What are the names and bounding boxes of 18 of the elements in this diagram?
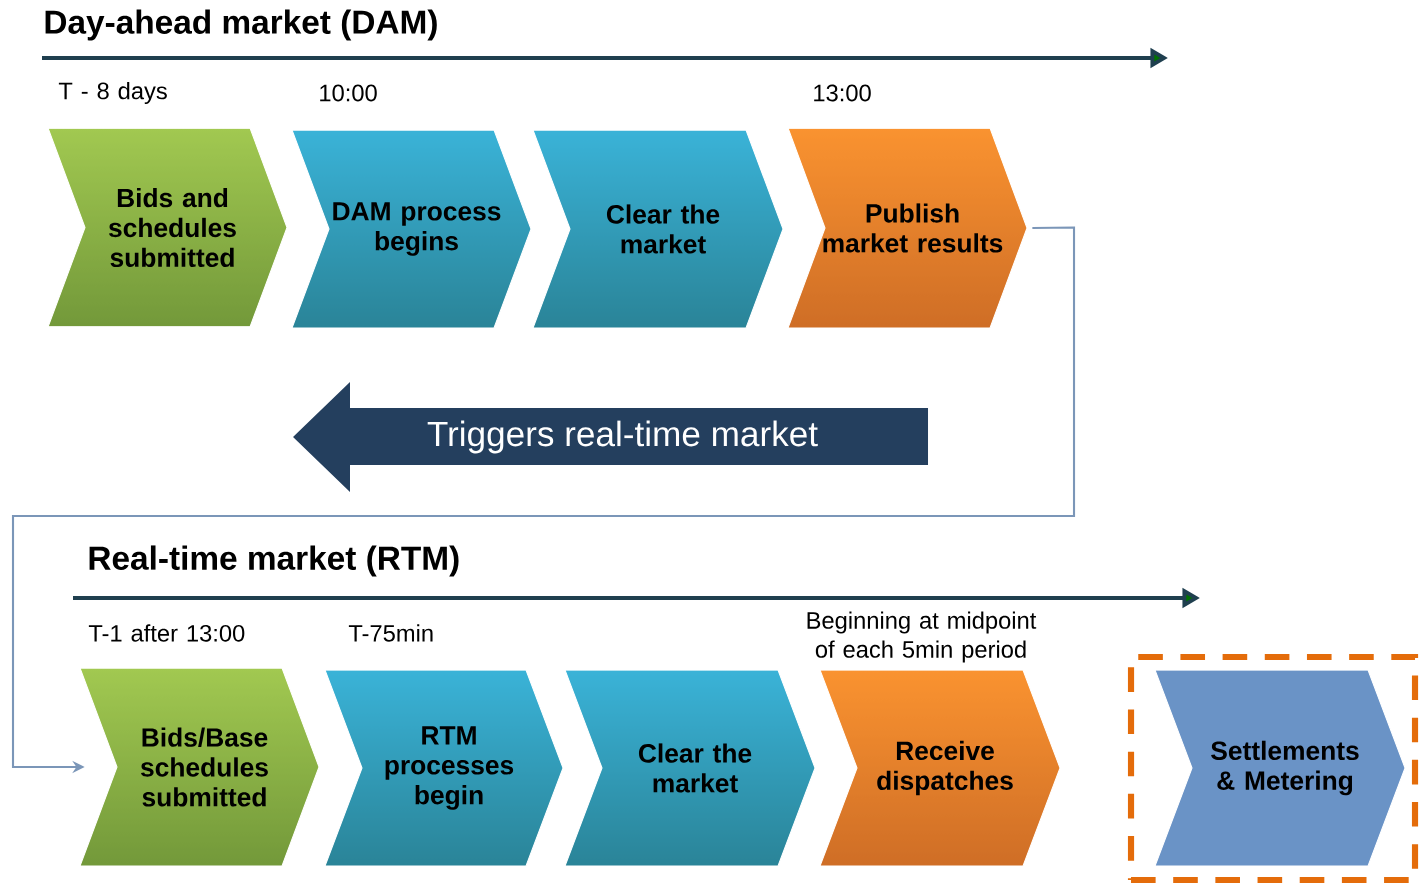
- dashed-frame: [1127, 653, 1419, 884]
- chevron-step: RTM processes begin: [324, 669, 564, 867]
- time-label: T-75min: [348, 624, 433, 642]
- time-label: T-1 after 13:00: [88, 624, 245, 642]
- time-label: 13:00: [814, 84, 871, 102]
- chevron-step: Settlements & Metering: [1154, 669, 1406, 867]
- chevron-step: Publish market results: [787, 127, 1028, 329]
- section-heading: Real-time market (RTM): [89, 545, 459, 577]
- chevron-step: Bids and schedules submitted: [47, 127, 288, 328]
- time-label: 10:00: [320, 84, 377, 102]
- chevron-step: Clear the market: [564, 669, 816, 867]
- chevron-step: Bids/Base schedules submitted: [79, 667, 320, 867]
- section-heading: Day-ahead market (DAM): [45, 9, 437, 41]
- chevron-step: DAM process begins: [291, 129, 532, 329]
- time-label: Beginning at midpoint of each 5min period: [807, 611, 1037, 663]
- time-label: T - 8 days: [58, 81, 167, 105]
- chevron-step: Receive dispatches: [819, 669, 1061, 867]
- chevron-step: Clear the market: [532, 129, 784, 329]
